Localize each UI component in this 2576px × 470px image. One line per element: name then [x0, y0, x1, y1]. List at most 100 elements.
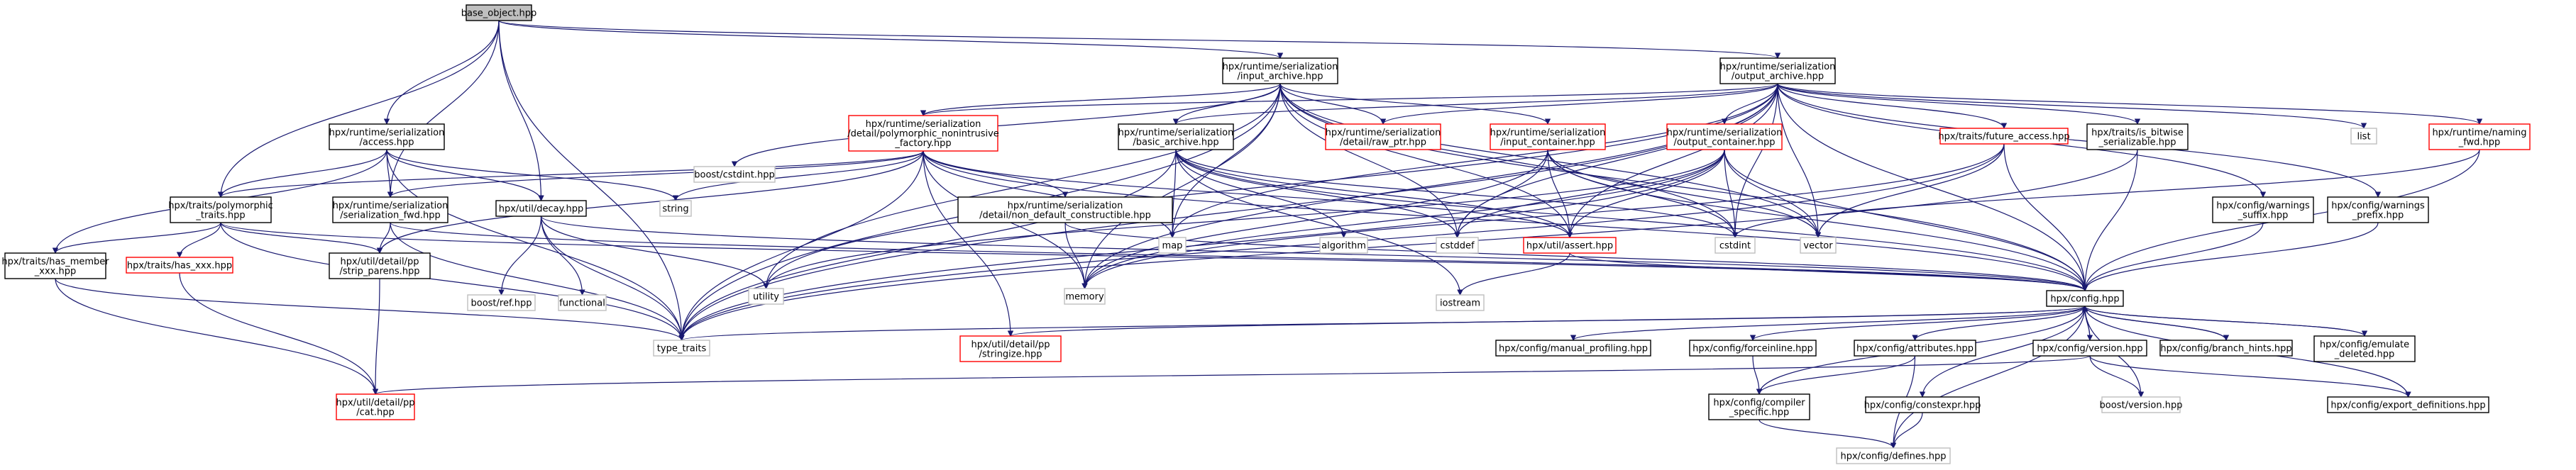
node-label: hpx/runtime/serialization: [1118, 128, 1234, 138]
edge-input_archive-to-input_container: [1279, 83, 1551, 125]
node-forceinline[interactable]: hpx/config/forceinline.hpp: [1689, 340, 1817, 357]
node-boost-cstdint[interactable]: boost/cstdint.hpp: [693, 166, 776, 183]
node-type-traits[interactable]: type_traits: [653, 340, 710, 357]
node-map[interactable]: map: [1158, 237, 1187, 254]
node-warnings-suffix[interactable]: hpx/config/warnings_suffix.hpp: [2212, 196, 2314, 223]
node-label: _fwd.hpp: [2458, 137, 2501, 147]
node-utility[interactable]: utility: [748, 288, 784, 305]
node-polymorphic-factory[interactable]: hpx/runtime/serialization/detail/polymor…: [847, 115, 999, 152]
edge-polymorphic_factory-to-strip_parens: [376, 150, 924, 254]
node-label: hpx/runtime/serialization: [1667, 128, 1783, 138]
node-base-object[interactable]: base_object.hpp: [461, 4, 536, 21]
node-export-definitions[interactable]: hpx/config/export_definitions.hpp: [2327, 396, 2489, 413]
edge-compiler_specific-to-defines: [1758, 419, 1897, 449]
edge-config-to-stringize: [1008, 306, 2086, 337]
edge-polymorphic_traits-to-has_xxx: [176, 222, 221, 258]
edge-input_container-to-assert: [1547, 149, 1573, 238]
node-label: hpx/config/warnings: [2331, 201, 2425, 211]
node-string[interactable]: string: [659, 200, 692, 217]
edge-version-to-boost_version: [2089, 355, 2145, 398]
node-functional[interactable]: functional: [558, 294, 607, 311]
node-non-default[interactable]: hpx/runtime/serialization/detail/non_def…: [957, 196, 1173, 223]
node-basic-archive[interactable]: hpx/runtime/serialization/basic_archive.…: [1118, 123, 1234, 150]
node-label: hpx/runtime/serialization: [866, 119, 981, 130]
node-boost-version[interactable]: boost/version.hpp: [2100, 396, 2183, 413]
node-box: [2159, 340, 2293, 357]
node-future-access[interactable]: hpx/traits/future_access.hpp: [1938, 128, 2070, 145]
node-label: /input_archive.hpp: [1238, 71, 1323, 82]
edge-output_container-to-vector: [1724, 149, 1822, 238]
node-label: hpx/traits/has_xxx.hpp: [127, 261, 232, 272]
node-label: _xxx.hpp: [34, 266, 76, 276]
node-list[interactable]: list: [2350, 128, 2377, 145]
node-version[interactable]: hpx/config/version.hpp: [2032, 340, 2147, 357]
node-label: /strip_parens.hpp: [339, 266, 419, 276]
edge-warnings_suffix-to-config: [2081, 222, 2264, 291]
node-label: /access.hpp: [359, 137, 414, 147]
node-access[interactable]: hpx/runtime/serialization/access.hpp: [329, 123, 445, 150]
node-polymorphic-traits[interactable]: hpx/traits/polymorphic_traits.hpp: [168, 196, 273, 223]
node-label: hpx/config.hpp: [2050, 294, 2119, 305]
node-vector[interactable]: vector: [1800, 237, 1837, 254]
node-algorithm[interactable]: algorithm: [1319, 237, 1368, 254]
node-attributes[interactable]: hpx/config/attributes.hpp: [1854, 340, 1976, 357]
edge-output_container-to-config: [1724, 149, 2088, 291]
edge-output_archive-to-config: [1777, 83, 2088, 291]
node-strip-parens[interactable]: hpx/util/detail/pp/strip_parens.hpp: [329, 252, 431, 279]
node-memory[interactable]: memory: [1064, 288, 1106, 305]
node-box: [1939, 128, 2069, 145]
node-warnings-prefix[interactable]: hpx/config/warnings_prefix.hpp: [2327, 196, 2429, 223]
node-emulate-deleted[interactable]: hpx/config/emulate_deleted.hpp: [2313, 335, 2416, 362]
edge-output_archive-to-basic_archive: [1173, 83, 1778, 125]
node-naming-fwd[interactable]: hpx/runtime/naming_fwd.hpp: [2428, 123, 2531, 150]
node-box: [848, 115, 998, 152]
node-box: [2086, 123, 2189, 150]
node-raw-ptr[interactable]: hpx/runtime/serialization/detail/raw_ptr…: [1325, 123, 1441, 150]
node-label: hpx/config/manual_profiling.hpp: [1499, 344, 1648, 354]
node-decay[interactable]: hpx/util/decay.hpp: [495, 200, 587, 217]
node-label: base_object.hpp: [461, 9, 536, 19]
node-box: [748, 288, 784, 305]
node-serialization-fwd[interactable]: hpx/runtime/serialization/serialization_…: [332, 196, 448, 223]
edge-serialization_fwd-to-config: [390, 222, 2088, 291]
edge-input_container-to-config: [1547, 149, 2088, 291]
edge-polymorphic_traits-to-has_member: [52, 222, 221, 254]
node-assert[interactable]: hpx/util/assert.hpp: [1523, 237, 1617, 254]
node-has-xxx[interactable]: hpx/traits/has_xxx.hpp: [126, 257, 233, 274]
node-iostream[interactable]: iostream: [1436, 294, 1485, 311]
edge-input_archive-to-memory: [1081, 83, 1281, 289]
node-label: /input_container.hpp: [1500, 137, 1595, 147]
node-stringize[interactable]: hpx/util/detail/pp/stringize.hpp: [959, 335, 1062, 362]
node-label: hpx/config/export_definitions.hpp: [2330, 401, 2485, 411]
node-is-bitwise[interactable]: hpx/traits/is_bitwise_serializable.hpp: [2086, 123, 2189, 150]
node-cstddef[interactable]: cstddef: [1436, 237, 1479, 254]
node-cstdint[interactable]: cstdint: [1714, 237, 1756, 254]
node-branch-hints[interactable]: hpx/config/branch_hints.hpp: [2159, 340, 2293, 357]
node-has-member[interactable]: hpx/traits/has_member_xxx.hpp: [1, 252, 109, 279]
edge-access-to-polymorphic_traits: [217, 149, 387, 198]
edge-decay-to-config: [540, 216, 2088, 291]
node-boost-ref[interactable]: boost/ref.hpp: [467, 294, 536, 311]
node-label: _serializable.hpp: [2098, 137, 2176, 147]
node-output-archive[interactable]: hpx/runtime/serialization/output_archive…: [1719, 57, 1836, 84]
edge-polymorphic_factory-to-polymorphic_traits: [218, 150, 924, 198]
node-label: hpx/runtime/naming: [2432, 128, 2526, 138]
node-defines[interactable]: hpx/config/defines.hpp: [1836, 447, 1951, 464]
node-box: [329, 123, 445, 150]
node-input-archive[interactable]: hpx/runtime/serialization/input_archive.…: [1222, 57, 1338, 84]
edge-config-to-constexpr: [1919, 306, 2086, 398]
node-box: [332, 196, 448, 223]
node-manual-profiling[interactable]: hpx/config/manual_profiling.hpp: [1495, 340, 1651, 357]
edge-base_object-to-polymorphic_traits: [217, 20, 500, 198]
node-constexpr[interactable]: hpx/config/constexpr.hpp: [1864, 396, 1981, 413]
edge-base_object-to-output_archive: [498, 20, 1780, 59]
edge-output_archive-to-warnings_prefix: [1777, 83, 2382, 198]
edge-attributes-to-compiler_specific: [1756, 355, 1916, 395]
node-output-container[interactable]: hpx/runtime/serialization/output_contain…: [1666, 123, 1783, 150]
node-input-container[interactable]: hpx/runtime/serialization/input_containe…: [1490, 123, 1606, 150]
node-label: hpx/config/forceinline.hpp: [1692, 344, 1813, 354]
node-cat[interactable]: hpx/util/detail/pp/cat.hpp: [336, 393, 415, 420]
node-config[interactable]: hpx/config.hpp: [2046, 290, 2124, 307]
node-compiler-specific[interactable]: hpx/config/compiler_specific.hpp: [1708, 393, 1810, 420]
node-box: [653, 340, 710, 357]
